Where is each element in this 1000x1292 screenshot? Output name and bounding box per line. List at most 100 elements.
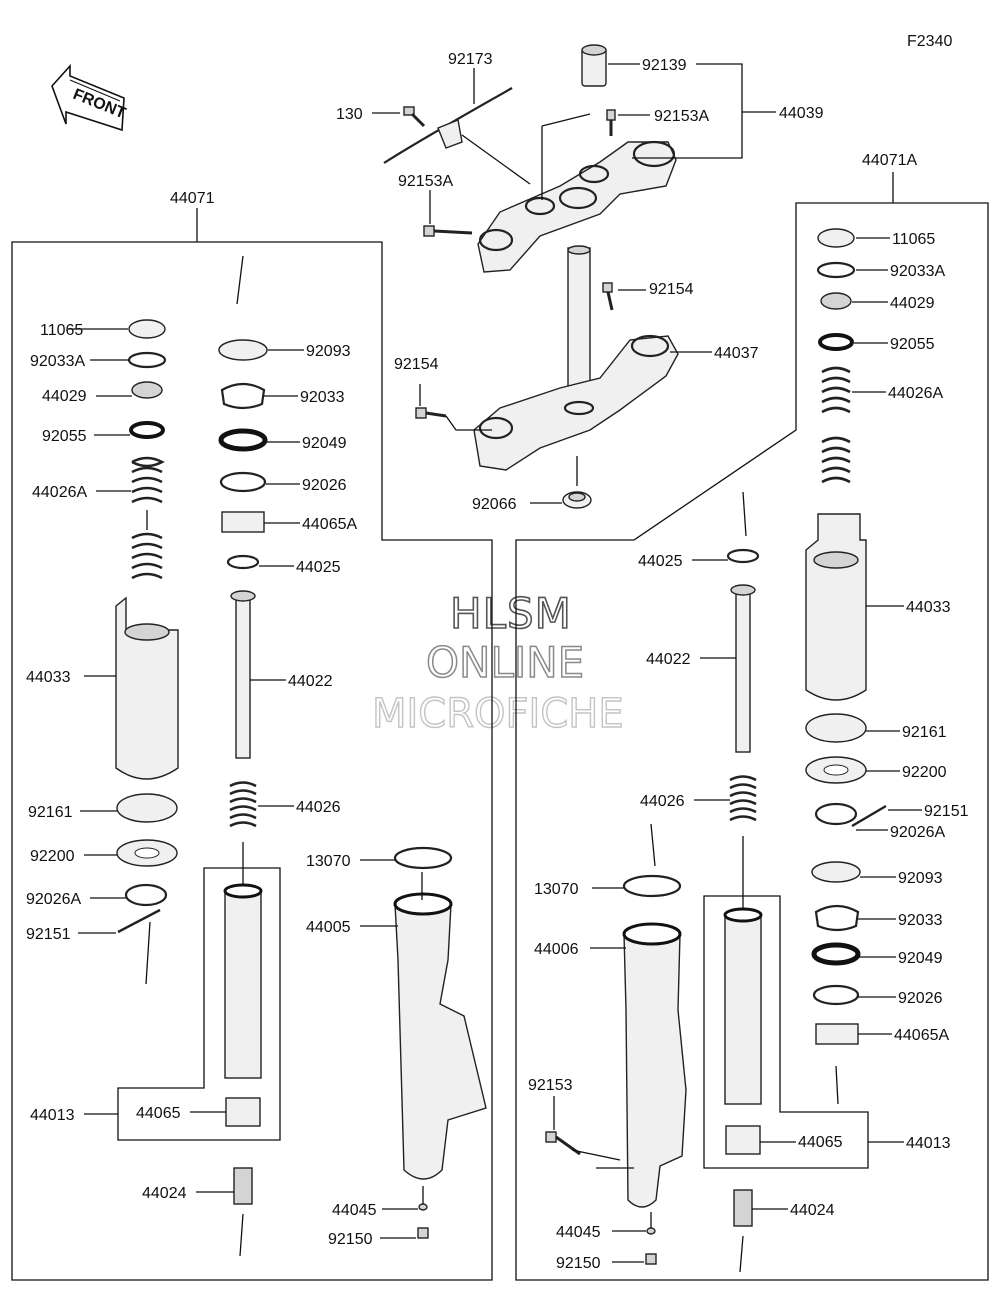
label-92150-left: 92150 [328, 1231, 373, 1248]
label-44045-right: 44045 [556, 1224, 601, 1241]
clamp-92026A-right [814, 802, 858, 826]
label-44071: 44071 [170, 190, 215, 207]
washer-92161-right [805, 713, 867, 743]
label-92026-left: 92026 [302, 477, 347, 494]
piston-44024-right [733, 1189, 753, 1227]
clamp-92026A-left [124, 883, 168, 907]
label-130: 130 [336, 106, 363, 123]
label-92033A-right: 92033A [890, 263, 945, 280]
label-13070-right: 13070 [534, 881, 579, 898]
label-92026-right: 92026 [898, 990, 943, 1007]
label-92153: 92153 [528, 1077, 573, 1094]
bushing-44065-left [225, 1097, 261, 1127]
label-92049-right: 92049 [898, 950, 943, 967]
bolt-92153A-side-icon [423, 225, 473, 237]
cap-11065-right [817, 228, 855, 248]
clip-92033-right [814, 904, 860, 932]
label-92153A-side: 92153A [398, 173, 453, 190]
label-11065-left: 11065 [40, 322, 83, 339]
label-44033-right: 44033 [906, 599, 951, 616]
damper-rod-44022-right [735, 585, 751, 753]
label-44024-right: 44024 [790, 1202, 835, 1219]
cap-11065-left [128, 319, 166, 339]
label-44065A-right: 44065A [894, 1027, 949, 1044]
label-92093-left: 92093 [306, 343, 351, 360]
label-44024-left: 44024 [142, 1185, 187, 1202]
watermark: HLSM ONLINE MICROFICHE [371, 588, 624, 738]
spring-44026A-right [821, 366, 851, 484]
label-92154-side: 92154 [394, 356, 439, 373]
labels-top: 92173 130 92139 92153A 44039 92153A 9215… [336, 51, 824, 513]
label-44029-right: 44029 [890, 295, 935, 312]
labels-right: 44071A 11065 92033A 44029 92055 44026A 4… [528, 152, 969, 1272]
label-44065A-left: 44065A [302, 516, 357, 533]
label-44006: 44006 [534, 941, 579, 958]
label-44026-left: 44026 [296, 799, 341, 816]
watermark-line3: MICROFICHE [372, 691, 624, 737]
piston-44024-left [233, 1167, 253, 1205]
bolt-92153A-upper-icon [606, 109, 616, 136]
label-44045-left: 44045 [332, 1202, 377, 1219]
label-92153A-top: 92153A [654, 108, 709, 125]
label-44026A-right: 44026A [888, 385, 943, 402]
left-fork-group [11, 208, 493, 1281]
label-44025-right: 44025 [638, 553, 683, 570]
outer-tube-44005-left [394, 903, 487, 1180]
spring-44026-left [229, 781, 257, 828]
label-44013-right: 44013 [906, 1135, 951, 1152]
bushing-44065-right [725, 1125, 761, 1155]
damper-rod-44022-left [235, 591, 251, 759]
label-92066: 92066 [472, 496, 517, 513]
label-44005: 44005 [306, 919, 351, 936]
figure-code: F2340 [907, 33, 952, 50]
label-44033-left: 44033 [26, 669, 71, 686]
spring-44026-right [729, 775, 757, 822]
inner-tube-44013-left [224, 889, 262, 1079]
bolt-92154-lower-icon [415, 407, 447, 419]
label-44039: 44039 [779, 105, 824, 122]
label-13070-left: 13070 [306, 853, 351, 870]
label-92154-top: 92154 [649, 281, 694, 298]
bushing-44065A-left [221, 511, 265, 533]
watermark-line2: ONLINE [426, 638, 584, 687]
front-arrow-icon: FRONT [51, 63, 128, 132]
label-92033A-left: 92033A [30, 353, 85, 370]
bolt-92154-upper-icon [602, 282, 614, 311]
steering-group [372, 44, 776, 509]
label-44025-left: 44025 [296, 559, 341, 576]
label-44022-right: 44022 [646, 651, 691, 668]
label-44071A: 44071A [862, 152, 917, 169]
label-92150-right: 92150 [556, 1255, 601, 1272]
spring-44026A-left [131, 456, 165, 580]
seal-92093-right [811, 861, 861, 883]
label-92055-left: 92055 [42, 428, 87, 445]
label-92026A-right: 92026A [890, 824, 945, 841]
label-92055-right: 92055 [890, 336, 935, 353]
right-fork-group [515, 172, 989, 1281]
ring-13070-right [622, 874, 682, 898]
label-44065-left: 44065 [136, 1105, 181, 1122]
left-fork-frame [11, 241, 493, 1281]
label-44022-left: 44022 [288, 673, 333, 690]
bushing-44065A-right [815, 1023, 859, 1045]
label-44013-left: 44013 [30, 1107, 75, 1124]
label-92200-left: 92200 [30, 848, 75, 865]
clip-92033-left [220, 382, 266, 410]
label-44065-right: 44065 [798, 1134, 843, 1151]
label-44026-right: 44026 [640, 793, 685, 810]
seal-92093-left [218, 339, 268, 361]
ring-13070-left [393, 846, 453, 870]
label-92151-left: 92151 [26, 926, 71, 943]
watermark-line1: HLSM [450, 589, 572, 638]
label-92033-right: 92033 [898, 912, 943, 929]
label-92151-right: 92151 [924, 803, 969, 820]
label-44037: 44037 [714, 345, 759, 362]
cylinder-44033-right [805, 513, 867, 701]
label-92049-left: 92049 [302, 435, 347, 452]
label-92026A-left: 92026A [26, 891, 81, 908]
label-92033-left: 92033 [300, 389, 345, 406]
label-92161-right: 92161 [902, 724, 947, 741]
label-44029-left: 44029 [42, 388, 87, 405]
cable-guide-bracket [437, 119, 463, 149]
